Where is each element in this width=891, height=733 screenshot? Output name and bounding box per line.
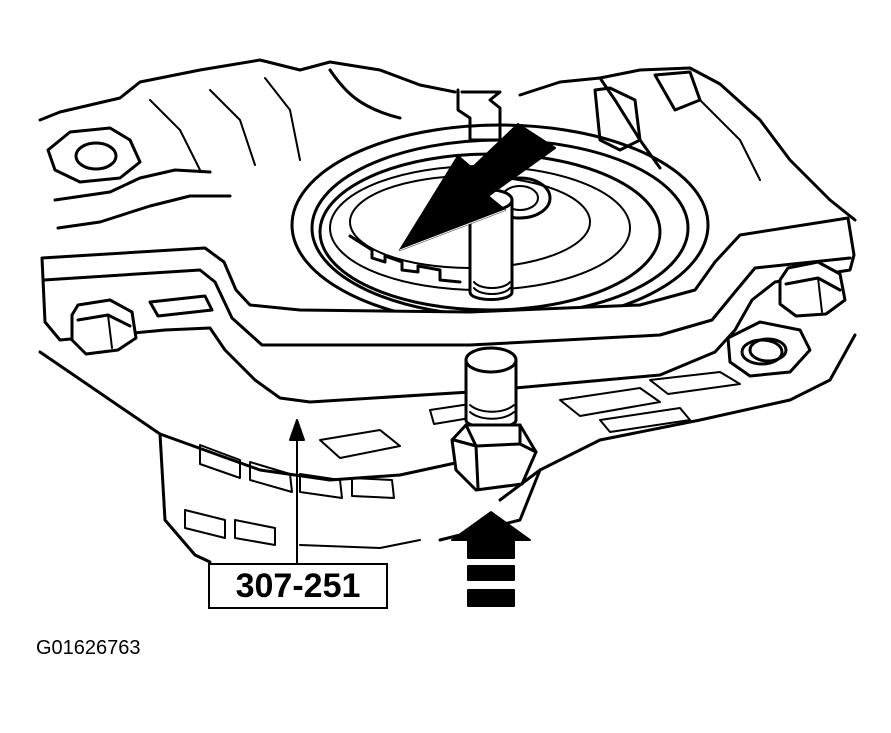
figure-id: G01626763 bbox=[36, 637, 141, 659]
arrow-down-left-icon bbox=[399, 123, 556, 251]
tool-leader-line bbox=[289, 419, 305, 564]
installer-bridge-tool bbox=[40, 216, 856, 404]
left-bolt bbox=[70, 298, 138, 356]
tool-number-callout: 307-251 bbox=[208, 563, 388, 609]
forcing-bolt bbox=[450, 346, 538, 492]
transmission-housing bbox=[38, 58, 857, 564]
arrow-up-icon bbox=[451, 511, 531, 607]
right-bolt bbox=[778, 260, 847, 318]
